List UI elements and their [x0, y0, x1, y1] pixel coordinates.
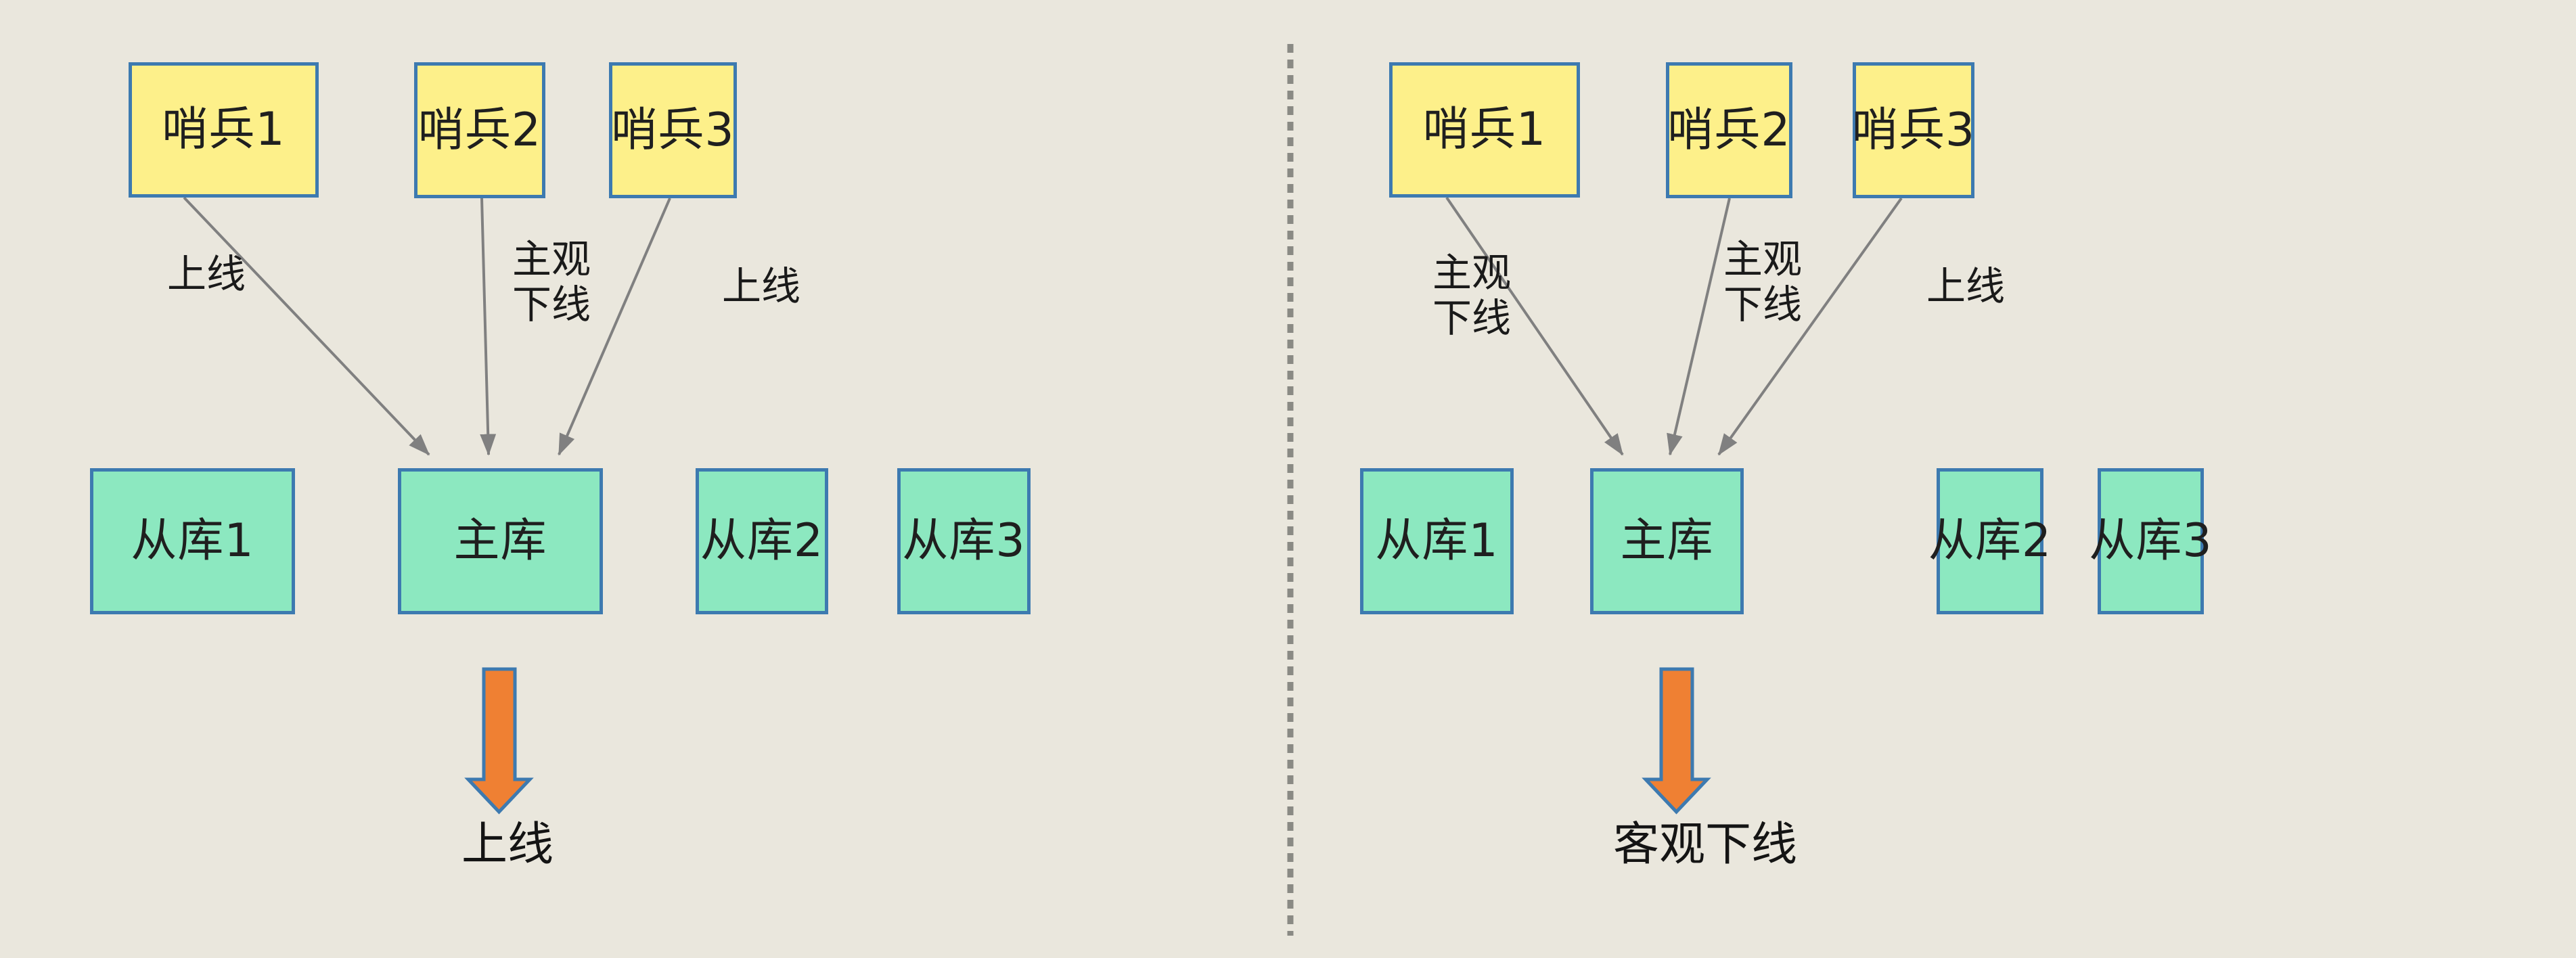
sentinel-node-right-3[interactable]: 哨兵3 [1851, 62, 1976, 198]
sentinel-node-right-3-label: 哨兵3 [1851, 103, 1976, 157]
orange-arrow-right [1642, 667, 1711, 815]
sentinel-node-right-2[interactable]: 哨兵2 [1666, 62, 1792, 198]
database-node-right-master[interactable]: 主库 [1590, 468, 1744, 614]
edge-label-sentinel2-left: 主观 下线 [512, 236, 591, 327]
sentinel-node-left-2-label: 哨兵2 [417, 103, 542, 157]
sentinel-node-left-1-label: 哨兵1 [162, 103, 286, 156]
connector-left-s3-to-master [558, 198, 671, 456]
database-node-right-replica-1[interactable]: 从库1 [1360, 468, 1514, 614]
edge-label-sentinel1-left: 上线 [166, 251, 246, 297]
database-node-right-replica-3-label: 从库3 [2089, 514, 2213, 568]
orange-arrow-left [464, 667, 534, 815]
database-node-left-master[interactable]: 主库 [398, 468, 603, 614]
edge-label-sentinel3-left: 上线 [721, 263, 800, 309]
database-node-right-master-label: 主库 [1620, 514, 1714, 568]
database-node-right-replica-3[interactable]: 从库3 [2089, 468, 2212, 614]
outcome-label-right: 客观下线 [1612, 818, 1797, 871]
sentinel-node-left-3[interactable]: 哨兵3 [609, 62, 737, 198]
connector-right-s3-to-master [1717, 197, 1903, 456]
database-node-right-replica-1-label: 从库1 [1375, 514, 1499, 568]
database-node-left-replica-1[interactable]: 从库1 [90, 468, 295, 614]
sentinel-node-right-2-label: 哨兵2 [1667, 103, 1791, 157]
database-node-left-replica-1-label: 从库1 [131, 514, 254, 568]
database-node-left-replica-2-label: 从库2 [700, 514, 824, 568]
outcome-label-left: 上线 [461, 818, 553, 871]
connector-left-s1-to-master [183, 196, 430, 456]
database-node-left-replica-3-label: 从库3 [902, 514, 1026, 568]
connector-right-s2-to-master [1667, 198, 1731, 456]
sentinel-node-left-1[interactable]: 哨兵1 [129, 62, 319, 198]
sentinel-node-left-3-label: 哨兵3 [611, 103, 735, 157]
sentinel-node-right-1[interactable]: 哨兵1 [1389, 62, 1580, 198]
sentinel-node-right-1-label: 哨兵1 [1422, 103, 1547, 156]
connector-layer [183, 196, 1903, 456]
connector-left-s2-to-master [480, 198, 497, 456]
edge-label-sentinel3-right: 上线 [1926, 263, 2005, 309]
orange-arrow-layer [464, 667, 1711, 815]
database-node-left-master-label: 主库 [453, 514, 547, 568]
sentinel-node-left-2[interactable]: 哨兵2 [414, 62, 545, 198]
database-node-right-replica-2[interactable]: 从库2 [1928, 468, 2051, 614]
edge-label-sentinel1-right: 主观 下线 [1432, 250, 1511, 341]
database-node-right-replica-2-label: 从库2 [1928, 514, 2052, 568]
edge-label-sentinel2-right: 主观 下线 [1723, 236, 1802, 327]
database-node-left-replica-3[interactable]: 从库3 [897, 468, 1031, 614]
connector-right-s1-to-master [1445, 196, 1624, 456]
database-node-left-replica-2[interactable]: 从库2 [696, 468, 828, 614]
